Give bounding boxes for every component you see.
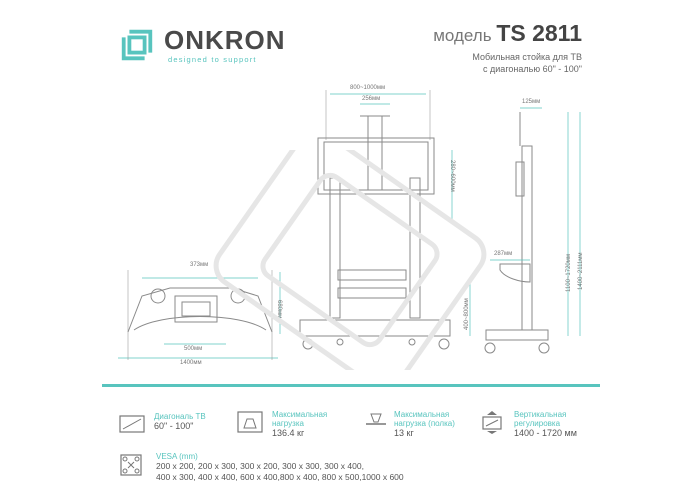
model-code: TS 2811 [496,20,582,46]
spec-vertical-adjust-value: 1400 - 1720 мм [514,428,577,438]
model-title: модель TS 2811 [433,20,582,47]
accent-divider [102,384,600,387]
spec-shelf-load-label1: Максимальная [394,410,450,419]
tv-diagonal-icon [119,415,145,433]
spec-diagonal-value: 60" - 100" [154,421,194,431]
dim-top-inner: 256мм [362,96,381,102]
spec-vesa: VESA (mm) 200 x 200, 200 x 300, 300 x 20… [118,452,404,483]
vesa-line1: 200 x 200, 200 x 300, 300 x 200, 300 x 3… [156,461,364,471]
dim-side-top: 125мм [522,99,541,105]
vesa-mount-icon [120,454,142,476]
dim-side-height2: 1400~2111мм [578,252,584,290]
shelf-weight-icon [366,413,386,425]
spec-max-load-label1: Максимальная [272,410,328,419]
dim-mount-height: 280~600мм [449,160,455,192]
spec-diagonal-label: Диагональ ТВ [154,412,206,421]
dim-base-width: 1400мм [180,360,202,366]
dim-side-height1: 1100~1720мм [566,253,572,292]
model-desc-line1: Мобильная стойка для ТВ [472,52,582,62]
dim-base-inner: 373мм [190,262,209,268]
stand-side-view [469,107,581,354]
dim-shelf-height: 400~800мм [464,298,470,330]
spec-shelf-load: Максимальная нагрузка (полка) 13 кг [362,410,455,439]
spec-vertical-adjust-label2: регулировка [514,419,561,428]
vesa-label: VESA (mm) [156,452,198,461]
spec-max-load-label2: нагрузка [272,419,304,428]
dim-top-width: 800~1000мм [350,85,386,91]
model-prefix: модель [433,26,492,45]
model-description: Мобильная стойка для ТВ с диагональю 60"… [433,51,582,75]
spec-diagonal: Диагональ ТВ 60" - 100" [118,412,206,436]
onkron-logo-icon [121,29,153,61]
spec-shelf-load-label2: нагрузка (полка) [394,419,455,428]
brand-name: ONKRON [164,24,286,55]
spec-max-load: Максимальная нагрузка 136.4 кг [236,410,327,439]
spec-vertical-adjust: Вертикальная регулировка 1400 - 1720 мм [478,410,577,439]
weight-icon [237,411,263,433]
brand-logo: ONKRON designed to support [118,26,286,64]
dim-shelf-depth: 287мм [494,251,513,257]
spec-shelf-load-value: 13 кг [394,428,414,438]
stand-front-view [299,90,453,350]
technical-drawing [118,90,581,360]
spec-vertical-adjust-label1: Вертикальная [514,410,567,419]
model-desc-line2: с диагональю 60" - 100" [483,64,582,74]
model-header: модель TS 2811 Мобильная стойка для ТВ с… [433,20,582,75]
spec-max-load-value: 136.4 кг [272,428,305,438]
brand-tagline: designed to support [168,54,257,64]
vertical-adjust-icon [482,411,502,434]
dim-base-height: 680мм [276,300,282,319]
vesa-line2: 400 x 300, 400 x 400, 600 x 400,800 x 40… [156,472,404,482]
dim-base-depth: 500мм [184,346,203,352]
